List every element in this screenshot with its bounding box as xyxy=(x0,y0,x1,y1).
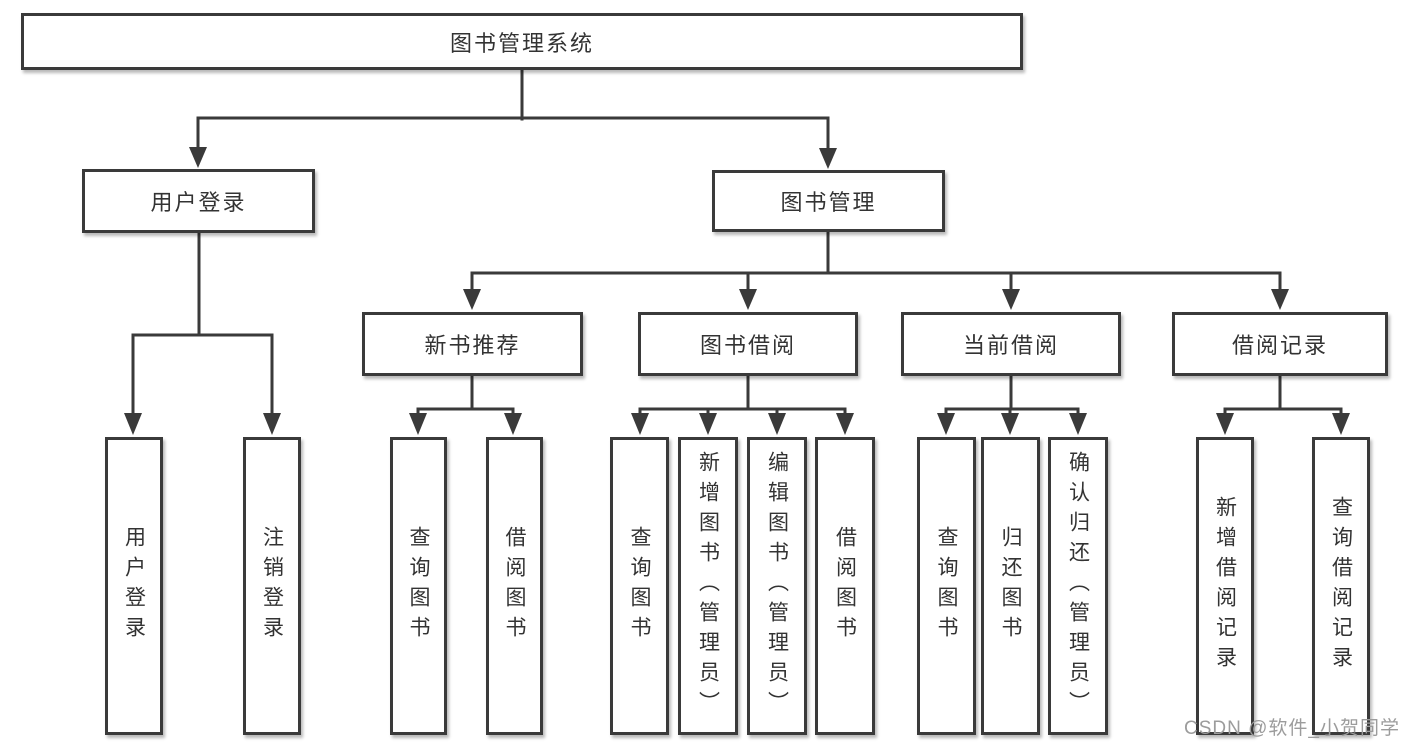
leaf-label: 借阅图书 xyxy=(833,526,857,646)
leaf-label: 用户登录 xyxy=(122,526,146,646)
leaf-query-books-current: 查询图书 xyxy=(917,437,976,735)
node-new-book-recommend: 新书推荐 xyxy=(362,312,583,376)
node-label: 当前借阅 xyxy=(962,333,1059,358)
node-user-login: 用户登录 xyxy=(82,169,315,233)
node-current-borrow: 当前借阅 xyxy=(901,312,1121,376)
node-library-management-system: 图书管理系统 xyxy=(21,13,1023,70)
leaf-user-login: 用户登录 xyxy=(105,437,163,735)
leaf-label: 查询图书 xyxy=(935,526,958,646)
leaf-edit-book-admin: 编辑图书（管理员） xyxy=(747,437,807,735)
node-label: 借阅记录 xyxy=(1231,333,1328,358)
leaf-label: 借阅图书 xyxy=(503,526,526,646)
leaf-label: 新增借阅记录 xyxy=(1213,496,1237,676)
leaf-label: 查询图书 xyxy=(628,526,651,646)
leaf-label: 注销登录 xyxy=(260,526,284,646)
node-borrow-records: 借阅记录 xyxy=(1172,312,1388,376)
leaf-label: 归还图书 xyxy=(999,526,1022,646)
leaf-label: 新增图书（管理员） xyxy=(696,451,720,721)
node-book-management: 图书管理 xyxy=(712,170,945,232)
leaf-return-book: 归还图书 xyxy=(981,437,1040,735)
leaf-confirm-return-admin: 确认归还（管理员） xyxy=(1048,437,1108,735)
leaf-query-books-borrow: 查询图书 xyxy=(610,437,669,735)
node-label: 图书借阅 xyxy=(699,333,796,358)
leaf-label: 编辑图书（管理员） xyxy=(765,451,789,721)
leaf-add-book-admin: 新增图书（管理员） xyxy=(678,437,738,735)
node-label: 用户登录 xyxy=(150,190,247,215)
node-book-borrow: 图书借阅 xyxy=(638,312,858,376)
leaf-label: 查询借阅记录 xyxy=(1329,496,1353,676)
leaf-add-borrow-record: 新增借阅记录 xyxy=(1196,437,1254,735)
leaf-query-books: 查询图书 xyxy=(390,437,447,735)
leaf-label: 确认归还（管理员） xyxy=(1066,451,1090,721)
node-label: 新书推荐 xyxy=(424,333,521,358)
leaf-borrow-book: 借阅图书 xyxy=(815,437,875,735)
leaf-borrow-books: 借阅图书 xyxy=(486,437,543,735)
leaf-logout: 注销登录 xyxy=(243,437,301,735)
node-label: 图书管理系统 xyxy=(449,30,594,56)
leaf-label: 查询图书 xyxy=(407,526,430,646)
csdn-watermark: CSDN @软件_小贺同学 xyxy=(1184,718,1400,739)
leaf-query-borrow-record: 查询借阅记录 xyxy=(1312,437,1370,735)
node-label: 图书管理 xyxy=(780,190,877,215)
